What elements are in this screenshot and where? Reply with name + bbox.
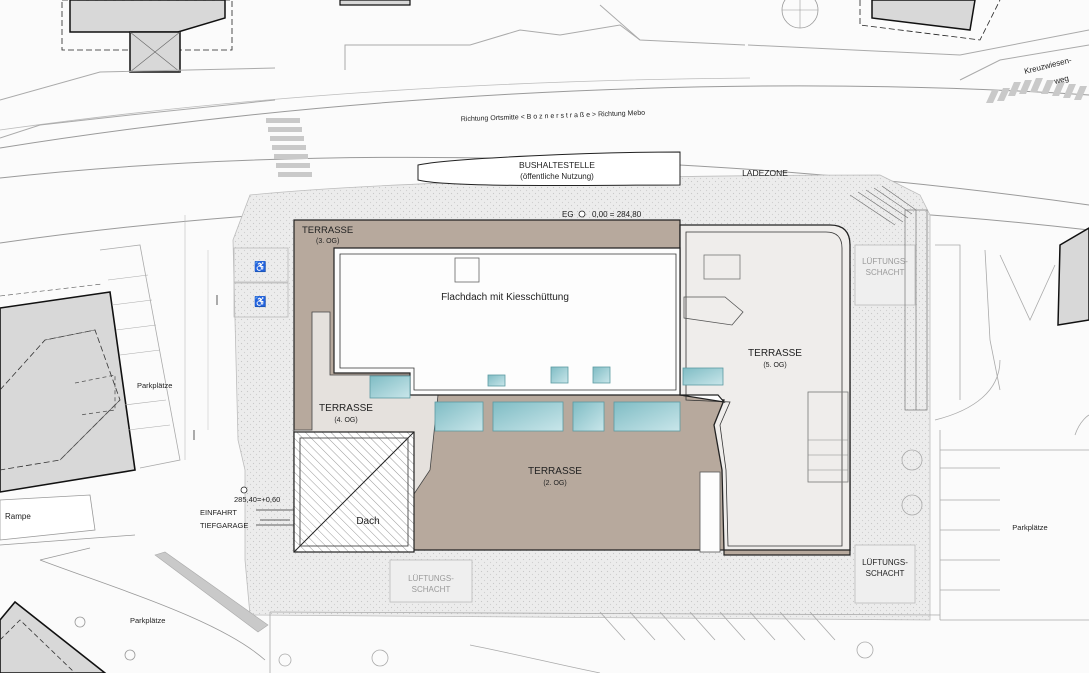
glass-elements bbox=[369, 366, 724, 432]
entrance-line2: TIEFGARAGE bbox=[200, 521, 248, 530]
flat-roof-label: Flachdach mit Kiesschüttung bbox=[441, 292, 569, 303]
level-marker-icon bbox=[578, 210, 586, 218]
terrace-2og-level: (2. OG) bbox=[543, 480, 566, 487]
context-buildings-top bbox=[0, 0, 1089, 139]
terrace-3og-name: TERRASSE bbox=[302, 225, 353, 236]
entrance-line1: EINFAHRT bbox=[200, 508, 237, 517]
crosswalk-right bbox=[986, 78, 1087, 103]
terrace-5og-level: (5. OG) bbox=[763, 362, 786, 369]
eg-value: 0,00 = 284,80 bbox=[592, 210, 642, 219]
bus-stop-subtitle: (öffentliche Nutzung) bbox=[520, 172, 594, 181]
ramp-label: Rampe bbox=[5, 512, 31, 521]
terrace-4og-level: (4. OG) bbox=[334, 417, 357, 424]
vent-shaft-top-1: LÜFTUNGS- bbox=[862, 257, 908, 266]
crosswalk-left bbox=[266, 118, 312, 177]
street-label: Richtung Ortsmitte < B o z n e r s t r a… bbox=[461, 110, 646, 123]
main-building bbox=[293, 219, 851, 556]
vent-shaft-bottom-2: SCHACHT bbox=[412, 585, 451, 594]
vent-shaft-top-2: SCHACHT bbox=[866, 268, 905, 277]
vent-shaft-right-1: LÜFTUNGS- bbox=[862, 558, 908, 567]
parking-left-label: Parkplätze bbox=[137, 381, 172, 390]
loading-zone-label: LADEZONE bbox=[742, 168, 788, 178]
entrance-marker bbox=[193, 295, 294, 526]
roof-label: Dach bbox=[356, 516, 379, 527]
entrance-elevation: 285,40=+0,60 bbox=[234, 495, 280, 504]
context-buildings-left bbox=[0, 215, 289, 673]
parking-right-label: Parkplätze bbox=[1012, 523, 1047, 532]
side-street-label-2: weg bbox=[1052, 74, 1069, 87]
accessible-parking-icon: ♿ bbox=[254, 295, 266, 308]
parking-bottom-label: Parkplätze bbox=[130, 616, 165, 625]
context-right bbox=[856, 227, 1089, 659]
vent-shaft-bottom-1: LÜFTUNGS- bbox=[408, 574, 454, 583]
side-street-label-1: Kreuzwiesen- bbox=[1023, 55, 1073, 76]
bottom-parking bbox=[269, 611, 941, 673]
eg-label: EG bbox=[562, 210, 574, 219]
bus-stop-title: BUSHALTESTELLE bbox=[519, 160, 595, 170]
elevation-marker-icon bbox=[240, 486, 248, 494]
terrace-5og-name: TERRASSE bbox=[748, 348, 802, 359]
entrance-stairs bbox=[849, 185, 928, 411]
accessible-parking-icon: ♿ bbox=[254, 260, 266, 273]
labels: Richtung Ortsmitte < B o z n e r s t r a… bbox=[5, 55, 1073, 625]
terrace-3og-level: (3. OG) bbox=[316, 238, 339, 245]
vent-shaft-right-2: SCHACHT bbox=[866, 569, 905, 578]
terrace-2og-name: TERRASSE bbox=[528, 466, 582, 477]
terrace-4og-name: TERRASSE bbox=[319, 403, 373, 414]
bus-stop bbox=[417, 151, 681, 187]
